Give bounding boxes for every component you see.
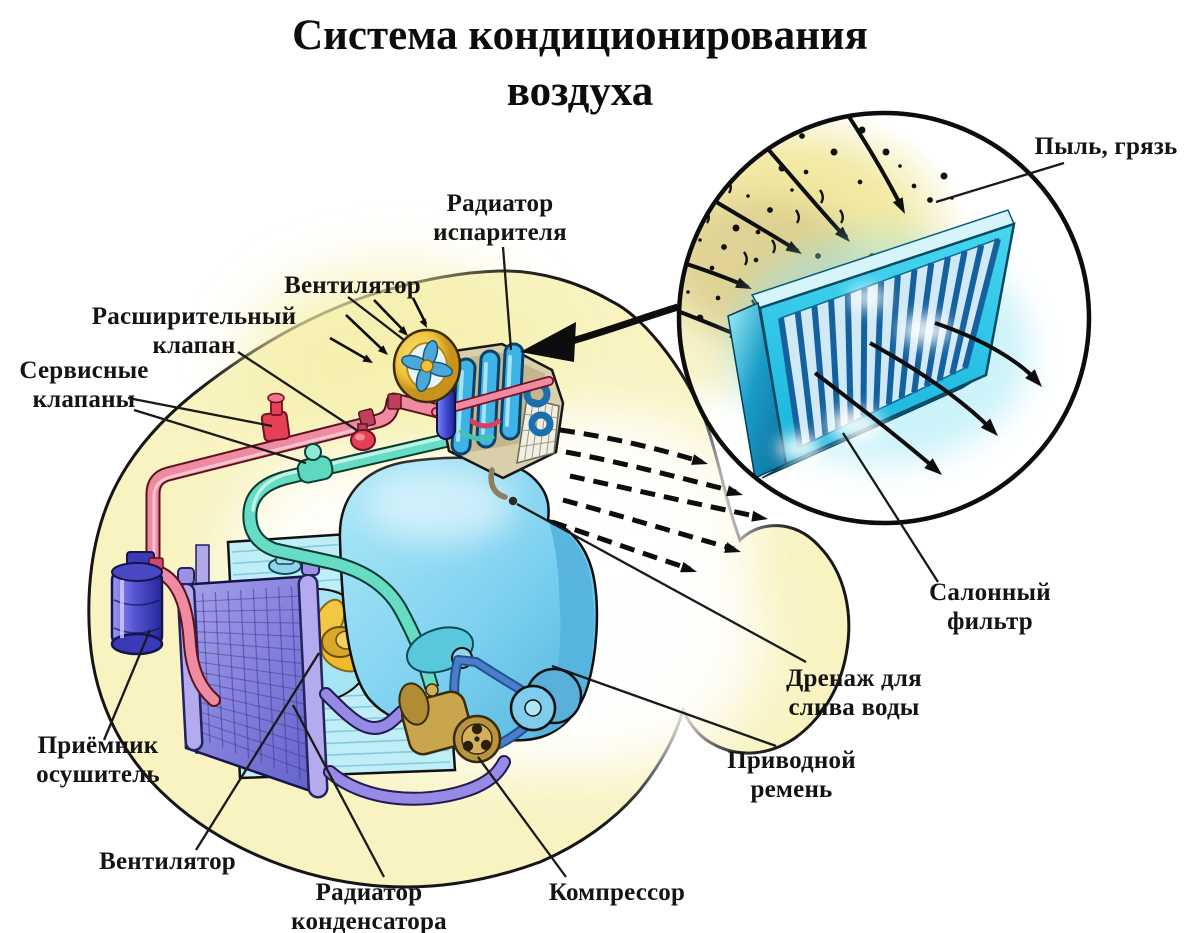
air-intake-arrows bbox=[329, 297, 428, 363]
label-service-valves: Сервисные клапаны bbox=[19, 357, 149, 413]
label-fan-top: Вентилятор bbox=[284, 272, 421, 299]
expansion-valve-disc bbox=[350, 423, 376, 451]
label-water-drain: Дренаж для слива воды bbox=[786, 665, 922, 721]
label-drive-belt: Приводной ремень bbox=[727, 747, 856, 803]
leader-drain bbox=[516, 502, 807, 664]
receiver-dryer bbox=[110, 551, 164, 656]
leader-dryer bbox=[102, 629, 152, 741]
label-condenser-radiator: Радиатор конденсатора bbox=[291, 879, 447, 933]
cool-air-arrows bbox=[551, 427, 768, 573]
leader-belt bbox=[551, 664, 777, 748]
leader-expansion-valve bbox=[237, 351, 359, 432]
leader-compressor bbox=[477, 756, 567, 878]
leader-cabin-filter bbox=[842, 432, 939, 583]
leader-service-valve-1 bbox=[127, 396, 273, 428]
leader-dust bbox=[935, 161, 1065, 204]
evaporator-fan-icon bbox=[392, 328, 462, 404]
leader-service-valve-2 bbox=[133, 408, 307, 465]
label-dust: Пыль, грязь bbox=[1034, 133, 1178, 160]
pipe-high-pressure bbox=[145, 392, 444, 563]
cabin-filter bbox=[727, 209, 1016, 480]
label-receiver-dryer: Приёмник осушитель bbox=[36, 732, 160, 788]
service-valve-low bbox=[296, 443, 334, 484]
inset-pointer-arrow bbox=[520, 303, 680, 362]
leader-condenser bbox=[291, 704, 386, 878]
compressor bbox=[398, 626, 557, 764]
evaporator-radiator bbox=[431, 342, 565, 506]
label-leader-lines bbox=[102, 161, 1065, 878]
leader-fan-top bbox=[347, 296, 405, 341]
clean-air-arrows bbox=[813, 321, 1042, 475]
pipe-low-pressure bbox=[242, 432, 450, 691]
cabin-filter-inset bbox=[676, 110, 1092, 526]
leader-evaporator bbox=[501, 246, 513, 351]
label-compressor: Компрессор bbox=[548, 879, 686, 906]
page-title: Система кондиционирования воздуха bbox=[292, 12, 868, 115]
pipe-dryer-to-condenser bbox=[151, 565, 221, 707]
label-expansion-valve: Расширительный клапан bbox=[91, 303, 297, 359]
magnifier-circle bbox=[676, 110, 1092, 526]
label-fan-bottom: Вентилятор bbox=[99, 848, 236, 875]
leader-fan-bottom bbox=[195, 652, 320, 851]
label-evaporator-radiator: Радиатор испарителя bbox=[433, 190, 567, 246]
drain-tube bbox=[488, 467, 518, 506]
label-cabin-filter: Салонный фильтр bbox=[929, 579, 1051, 635]
engine bbox=[338, 456, 599, 742]
service-valve-high bbox=[260, 392, 291, 443]
